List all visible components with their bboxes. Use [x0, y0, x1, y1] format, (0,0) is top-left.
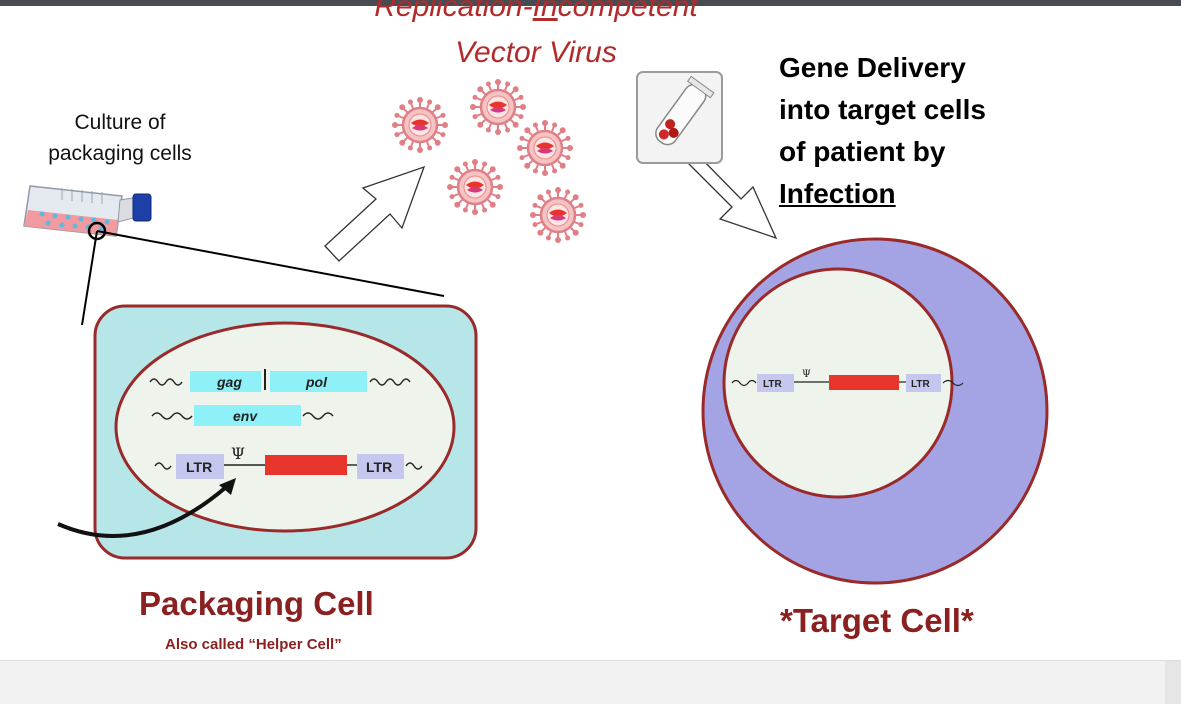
- pol-label: pol: [305, 374, 328, 390]
- target-ltr-box-right: [906, 374, 941, 392]
- target-ltr-label-left: LTR: [763, 379, 782, 390]
- env-label: env: [233, 408, 258, 424]
- ltr-label-left: LTR: [186, 459, 212, 475]
- gene-delivery-text: Gene Delivery into target cells of patie…: [779, 52, 986, 209]
- arrow-down-right-icon: [683, 149, 778, 240]
- insertion-arrow: [57, 486, 227, 538]
- virus-particle: [445, 157, 505, 217]
- pol-gene-box: [270, 371, 367, 392]
- target-ltr-label-right: LTR: [911, 379, 930, 390]
- ltr-box-right: [357, 454, 404, 479]
- packaging-cell-nucleus: [114, 321, 456, 533]
- insertion-arrowhead-icon: [219, 478, 236, 495]
- zoom-line: [81, 230, 98, 326]
- virus-particle: [390, 95, 450, 155]
- arrow-up-right-icon: [324, 165, 426, 262]
- ltr-box-left: [176, 454, 224, 479]
- gag-label: gag: [216, 374, 242, 390]
- packaging-cell-title: Packaging Cell: [139, 585, 374, 622]
- bottom-toolbar: [0, 660, 1181, 704]
- zoom-line: [96, 230, 445, 297]
- virus-title-line1: Replication-Incompetent: [374, 0, 698, 23]
- virus-particle: [468, 77, 528, 137]
- scrollbar-track[interactable]: [1165, 661, 1181, 704]
- env-gene-box: [194, 405, 301, 426]
- target-cell-title: *Target Cell*: [780, 602, 974, 639]
- target-psi-label: Ψ: [802, 369, 811, 380]
- zoom-circle: [87, 221, 107, 241]
- virus-title-line2: Vector Virus: [455, 36, 617, 69]
- test-tube-icon: [636, 71, 723, 164]
- transgene-box: [265, 455, 347, 475]
- window-top-bar: [0, 0, 1181, 6]
- target-transgene-box: [829, 375, 899, 390]
- virus-particle: [515, 118, 575, 178]
- culture-flask-icon: [23, 185, 152, 237]
- packaging-cell-subtitle: Also called “Helper Cell”: [165, 636, 342, 653]
- virus-particle: [528, 185, 588, 245]
- target-ltr-box-left: [757, 374, 794, 392]
- ltr-label-right: LTR: [366, 459, 392, 475]
- psi-label: Ψ: [231, 444, 245, 463]
- gag-gene-box: [190, 371, 261, 392]
